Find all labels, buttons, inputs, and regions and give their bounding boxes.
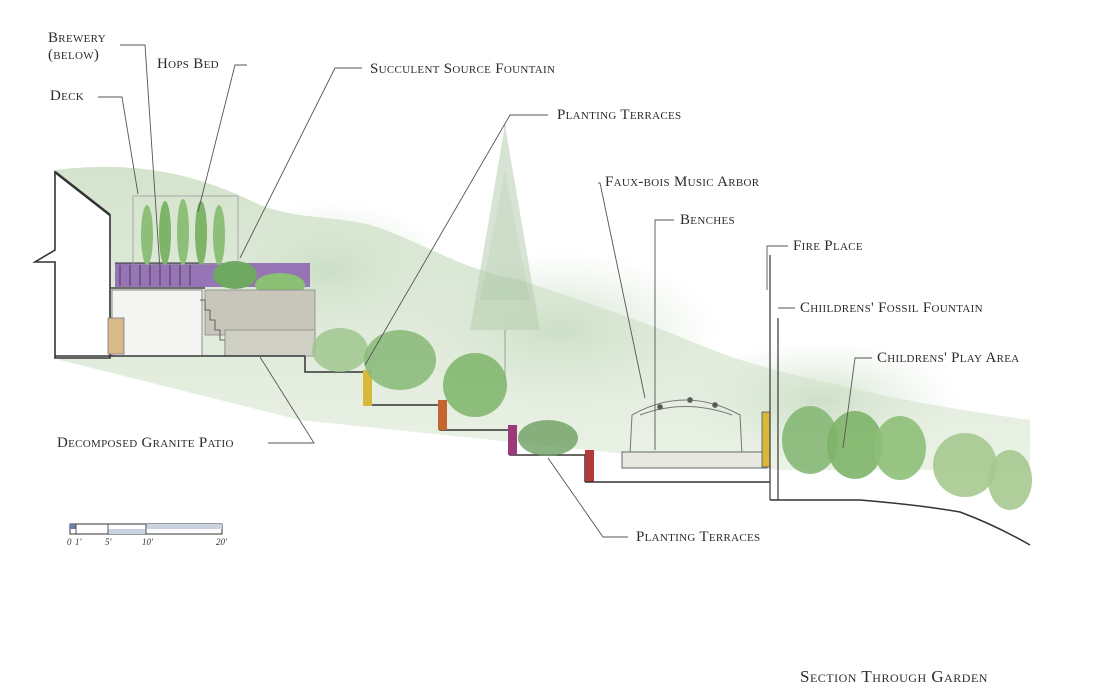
scale-tick-10: 10' xyxy=(142,537,153,547)
stairs xyxy=(200,299,226,356)
label-fossil-fountain: Chiildrens' Fossil Fountain xyxy=(800,300,983,316)
terrace-2 xyxy=(438,353,510,431)
decomposed-granite-patio xyxy=(224,329,316,357)
label-music-arbor: Faux-bois Music Arbor xyxy=(605,174,760,190)
scale-tick-0: 0 xyxy=(67,537,72,547)
label-play-area: Childrens' Play Area xyxy=(877,350,1020,366)
label-planting-terraces-top: Planting Terraces xyxy=(557,107,682,123)
terrace-1 xyxy=(304,328,440,406)
label-hops-bed: Hops Bed xyxy=(157,56,219,72)
scale-bar xyxy=(69,523,223,535)
brewery-building xyxy=(32,170,205,359)
scale-tick-20: 20' xyxy=(216,537,227,547)
label-granite-patio: Decomposed Granite Patio xyxy=(57,435,234,451)
terrace-4 xyxy=(585,450,770,483)
label-fire-place: Fire Place xyxy=(793,238,863,254)
hops-trellis xyxy=(132,195,239,265)
label-brewery-note: (below) xyxy=(48,47,100,63)
fire-place xyxy=(761,411,771,468)
music-arbor xyxy=(629,397,743,456)
leader-lines xyxy=(98,44,872,538)
scale-tick-1: 1' xyxy=(75,537,82,547)
play-area-trees xyxy=(782,406,1032,510)
drawing-title: Section Through Garden xyxy=(800,667,988,686)
label-planting-terraces-bottom: Planting Terraces xyxy=(636,529,761,545)
background-conifer xyxy=(470,125,540,380)
succulent-fountain xyxy=(204,261,316,336)
label-deck: Deck xyxy=(50,88,85,104)
label-brewery: Brewery xyxy=(48,30,106,46)
label-benches: Benches xyxy=(680,212,735,228)
benches xyxy=(621,451,768,469)
scale-tick-5: 5' xyxy=(105,537,112,547)
ground-line-right xyxy=(770,499,1031,546)
label-succulent-fountain: Succulent Source Fountain xyxy=(370,61,556,77)
